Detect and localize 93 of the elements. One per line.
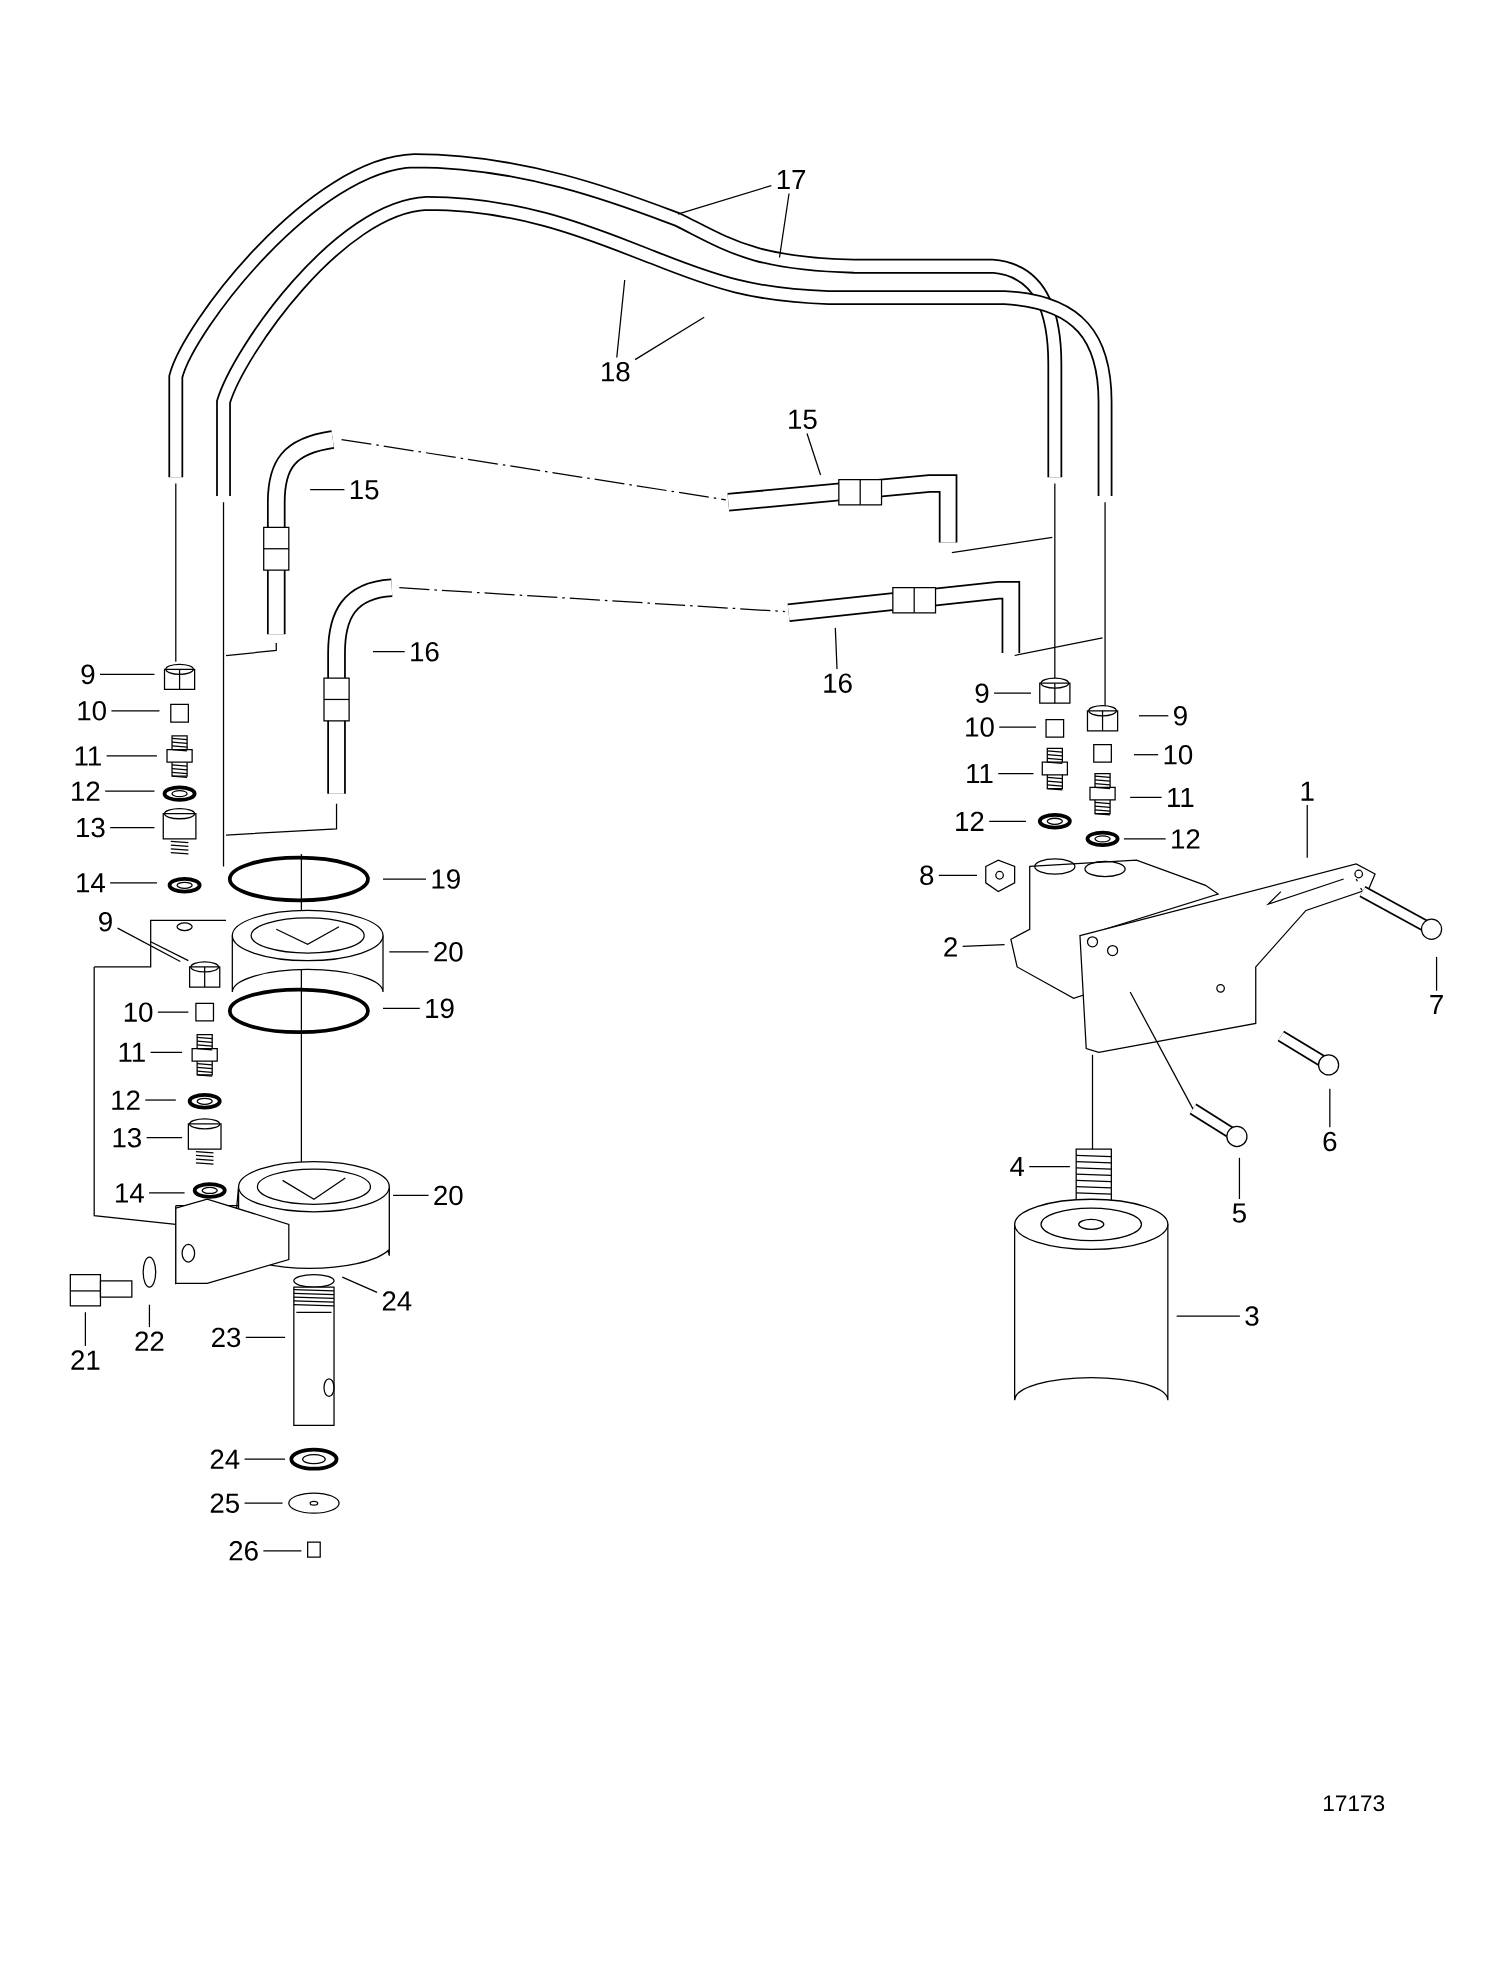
callout-number: 16 xyxy=(824,673,852,693)
callout-number: 23 xyxy=(212,1327,241,1348)
leader-line xyxy=(262,1550,303,1552)
figure-number: 17173 xyxy=(1324,1795,1385,1812)
leader-line xyxy=(144,1099,177,1101)
leader-line xyxy=(117,927,182,963)
leader-line xyxy=(998,726,1037,728)
callout-number: 11 xyxy=(1168,787,1194,807)
callout-number: 9 xyxy=(81,664,95,685)
leader-line xyxy=(1028,1165,1071,1168)
leader-line xyxy=(84,1311,87,1347)
callout-number: 4 xyxy=(1010,1157,1025,1177)
callout-number: 24 xyxy=(211,1449,240,1469)
callout-number: 11 xyxy=(119,1042,146,1062)
callout-number: 19 xyxy=(432,869,461,889)
callout-number: 25 xyxy=(211,1493,240,1513)
callout-number: 10 xyxy=(966,717,994,737)
leader-line xyxy=(244,1502,284,1504)
callout-number: 21 xyxy=(71,1350,100,1370)
callout-number: 10 xyxy=(78,701,107,721)
leader-line xyxy=(106,755,158,757)
leader-line xyxy=(834,627,838,670)
callout-number: 10 xyxy=(1164,744,1193,765)
callout-number: 2 xyxy=(944,937,958,957)
callout-number: 15 xyxy=(789,409,817,430)
callout-number: 15 xyxy=(351,480,379,500)
leader-line xyxy=(382,1007,421,1009)
leader-line xyxy=(148,1192,186,1194)
callout-number: 10 xyxy=(125,1002,153,1022)
callout-number: 12 xyxy=(72,781,100,801)
leader-line xyxy=(1123,838,1167,840)
leader-line xyxy=(382,878,427,880)
leader-line xyxy=(1436,956,1438,992)
callout-number: 18 xyxy=(602,361,630,382)
leader-line xyxy=(150,1051,183,1053)
callout-number: 17 xyxy=(778,170,806,190)
callout-number: 13 xyxy=(113,1127,142,1148)
leader-line xyxy=(157,1011,190,1013)
callout-number: 11 xyxy=(75,746,102,766)
leader-line xyxy=(1306,804,1309,859)
callout-number: 13 xyxy=(77,817,105,838)
callout-number: 9 xyxy=(1174,706,1187,726)
leader-line xyxy=(104,790,156,792)
leader-line xyxy=(997,772,1035,775)
leader-line xyxy=(99,673,156,675)
leader-line xyxy=(988,820,1027,822)
leader-line xyxy=(779,192,790,259)
callout-number: 5 xyxy=(1233,1203,1247,1223)
leader-line xyxy=(392,1194,430,1197)
callout-number: 20 xyxy=(434,1185,463,1206)
leader-line xyxy=(806,432,822,476)
leader-line xyxy=(1133,754,1159,756)
leader-line xyxy=(149,1304,151,1328)
callout-number: 1 xyxy=(1301,781,1314,801)
leader-line xyxy=(388,951,430,953)
callout-number: 26 xyxy=(229,1541,258,1561)
leader-line xyxy=(372,651,406,653)
leader-line xyxy=(1239,1157,1241,1200)
callout-number: 12 xyxy=(1172,829,1200,849)
callout-number: 19 xyxy=(426,998,454,1019)
callout-number: 7 xyxy=(1430,995,1444,1015)
leader-line xyxy=(1176,1315,1241,1317)
callout-number: 9 xyxy=(975,683,989,703)
leader-line xyxy=(1129,796,1163,799)
leader-line xyxy=(993,692,1032,694)
callout-number: 24 xyxy=(383,1291,412,1311)
callout-number: 11 xyxy=(967,764,993,784)
callout-number: 16 xyxy=(411,642,439,662)
callout-number: 6 xyxy=(1323,1131,1337,1152)
leader-line xyxy=(244,1458,286,1460)
leader-line xyxy=(1329,1088,1331,1128)
leader-line xyxy=(341,1276,378,1293)
leader-line xyxy=(309,489,346,491)
callout-number: 20 xyxy=(434,942,463,962)
leader-line xyxy=(962,943,1006,947)
callout-number: 9 xyxy=(99,911,113,932)
leader-line xyxy=(616,279,626,359)
callout-number: 22 xyxy=(135,1331,164,1351)
callout-number: 8 xyxy=(920,865,934,886)
callout-number: 12 xyxy=(956,811,984,831)
leader-line xyxy=(109,882,158,884)
leader-line xyxy=(245,1336,286,1338)
leader-line xyxy=(146,1137,183,1139)
callout-number: 3 xyxy=(1245,1306,1259,1326)
callout-number: 14 xyxy=(116,1183,145,1203)
leader-line xyxy=(1138,715,1170,717)
leader-line xyxy=(634,316,705,361)
leader-line xyxy=(109,826,156,829)
leader-line xyxy=(677,185,773,215)
callout-number: 14 xyxy=(77,873,106,893)
leader-line xyxy=(111,710,161,712)
callout-number: 12 xyxy=(112,1090,140,1110)
leader-line xyxy=(938,874,978,876)
